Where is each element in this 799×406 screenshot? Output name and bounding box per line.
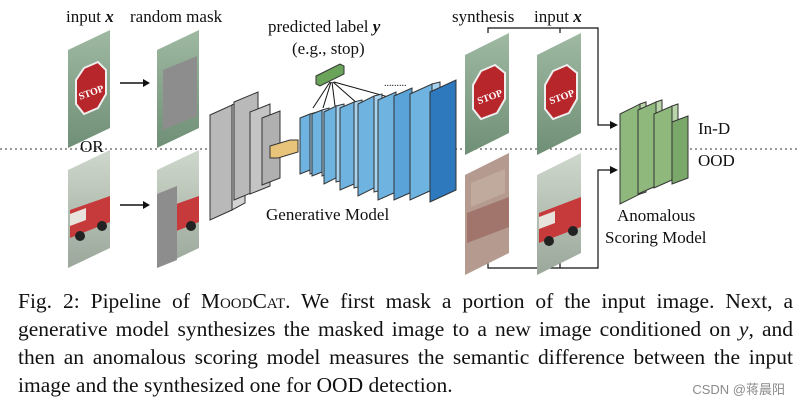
input-stop-image-right: STOP xyxy=(537,33,581,155)
label-generative-model: Generative Model xyxy=(266,205,389,224)
input-car-image-right xyxy=(537,153,581,275)
synthesized-car-image xyxy=(465,153,509,275)
masked-car-image xyxy=(157,150,199,268)
scoring-model-blocks xyxy=(619,99,689,205)
csdn-watermark: CSDN @蒋晨阳 xyxy=(692,382,785,397)
caption-text-3: , and then an anomalous scoring model me… xyxy=(18,317,794,397)
synthesized-stop-image: STOP xyxy=(465,33,509,155)
ellipsis-dots: ......... xyxy=(384,78,407,89)
label-embedding-block xyxy=(315,63,345,87)
figure-caption: Fig. 2: Pipeline of MoodCat. We first ma… xyxy=(18,287,793,399)
caption-figure-number: Fig. 2: xyxy=(18,289,80,313)
label-scoring-model: Scoring Model xyxy=(605,228,707,247)
decoder-blocks xyxy=(299,79,457,203)
encoder-blocks xyxy=(209,91,281,221)
caption-variable-y: y xyxy=(738,317,749,341)
label-anomalous: Anomalous xyxy=(617,206,695,225)
label-input-x: input x xyxy=(66,7,114,26)
label-or: OR xyxy=(80,137,104,156)
caption-text-2: . We first mask a portion of the input i… xyxy=(18,289,794,341)
label-in-d: In-D xyxy=(698,119,730,138)
input-car-image xyxy=(68,150,110,268)
label-synthesis: synthesis xyxy=(452,7,514,26)
caption-text-1: Pipeline of xyxy=(90,289,190,313)
label-predicted: predicted label y xyxy=(268,17,381,36)
label-example: (e.g., stop) xyxy=(292,39,365,58)
label-input-x-right: input x xyxy=(534,7,582,26)
label-random-mask: random mask xyxy=(130,7,223,26)
masked-stop-image xyxy=(157,30,199,148)
input-stop-image: STOP xyxy=(68,30,110,148)
caption-method-name: MoodCat xyxy=(200,289,286,313)
pipeline-figure: input x random mask STOP OR xyxy=(0,7,799,275)
label-ood: OOD xyxy=(698,151,735,170)
condition-block xyxy=(269,139,299,159)
